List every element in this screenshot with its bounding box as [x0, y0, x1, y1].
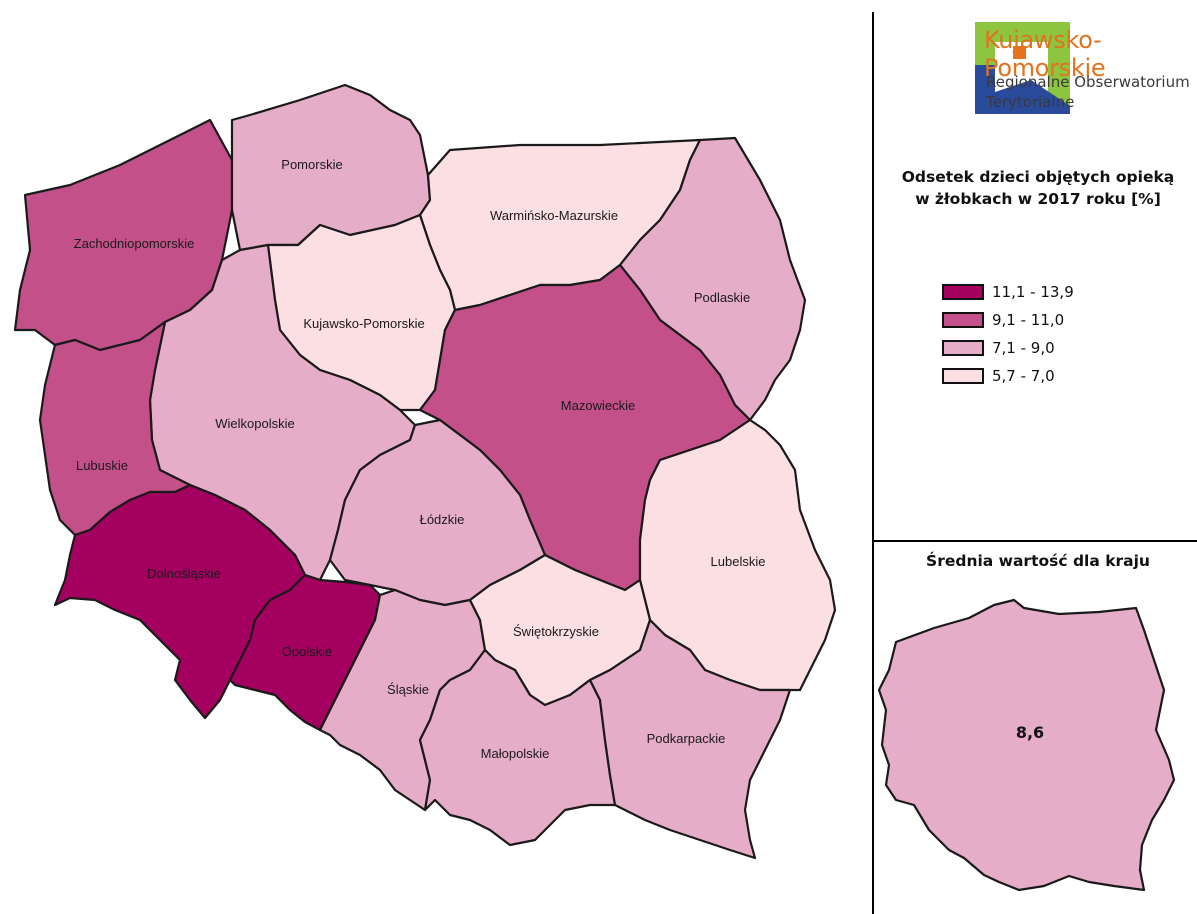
- label-lubuskie: Lubuskie: [76, 458, 128, 473]
- label-lodzkie: Łódzkie: [420, 512, 465, 527]
- legend-swatch-class-3: [942, 340, 984, 356]
- legend-list: 11,1 - 13,9 9,1 - 11,0 7,1 - 9,0 5,7 - 7…: [942, 280, 1074, 392]
- legend-title-line2: w żłobkach w 2017 roku [%]: [915, 190, 1161, 208]
- label-kujawsko-pomorskie: Kujawsko-Pomorskie: [303, 316, 424, 331]
- label-warminsko-mazurskie: Warmińsko-Mazurskie: [490, 208, 618, 223]
- region-malopolskie[interactable]: [418, 648, 617, 847]
- legend-swatch-class-4: [942, 368, 984, 384]
- region-podkarpackie[interactable]: [588, 618, 792, 860]
- logo-green-shape: [975, 22, 1070, 106]
- legend-label-class-3: 7,1 - 9,0: [992, 339, 1055, 357]
- panel-divider-horizontal: [872, 540, 1197, 542]
- legend-title: Odsetek dzieci objętych opieką w żłobkac…: [890, 166, 1186, 210]
- national-average-value: 8,6: [1016, 723, 1044, 742]
- legend-swatch-class-1: [942, 284, 984, 300]
- national-average-map: 8,6: [877, 598, 1176, 892]
- label-mazowieckie: Mazowieckie: [561, 398, 635, 413]
- label-podlaskie: Podlaskie: [694, 290, 750, 305]
- logo-subtitle-line2: Terytorialne: [986, 93, 1075, 111]
- logo-orange-square: [1013, 46, 1026, 59]
- legend-item: 5,7 - 7,0: [942, 364, 1074, 388]
- logo-title: Kujawsko-Pomorskie: [984, 26, 1106, 82]
- choropleth-map: Zachodniopomorskie Pomorskie Warmińsko-M…: [13, 83, 837, 860]
- legend-item: 9,1 - 11,0: [942, 308, 1074, 332]
- logo-blue-shape: [975, 65, 1070, 114]
- legend-title-line1: Odsetek dzieci objętych opieką: [901, 168, 1175, 186]
- label-slaskie: Śląskie: [387, 682, 429, 697]
- label-zachodniopomorskie: Zachodniopomorskie: [74, 236, 195, 251]
- panel-divider-vertical: [872, 12, 874, 914]
- label-wielkopolskie: Wielkopolskie: [215, 416, 294, 431]
- national-average-country-shape: [877, 598, 1176, 892]
- label-malopolskie: Małopolskie: [481, 746, 550, 761]
- legend-swatch-class-2: [942, 312, 984, 328]
- legend-label-class-1: 11,1 - 13,9: [992, 283, 1074, 301]
- label-pomorskie: Pomorskie: [281, 157, 342, 172]
- label-lubelskie: Lubelskie: [711, 554, 766, 569]
- region-opolskie[interactable]: [228, 573, 382, 732]
- logo-subtitle-line1: Regionalne Obserwatorium: [986, 73, 1190, 91]
- label-podkarpackie: Podkarpackie: [647, 731, 726, 746]
- label-swietokrzyskie: Świętokrzyskie: [513, 624, 599, 639]
- legend-label-class-2: 9,1 - 11,0: [992, 311, 1065, 329]
- legend-item: 7,1 - 9,0: [942, 336, 1074, 360]
- logo-emblem: [975, 22, 1070, 114]
- label-opolskie: Opolskie: [282, 644, 333, 659]
- logo-subtitle: Regionalne Obserwatorium Terytorialne: [986, 72, 1190, 112]
- legend-label-class-4: 5,7 - 7,0: [992, 367, 1055, 385]
- national-average-title: Średnia wartość dla kraju: [926, 552, 1150, 570]
- legend-item: 11,1 - 13,9: [942, 280, 1074, 304]
- label-dolnoslaskie: Dolnośląskie: [147, 566, 221, 581]
